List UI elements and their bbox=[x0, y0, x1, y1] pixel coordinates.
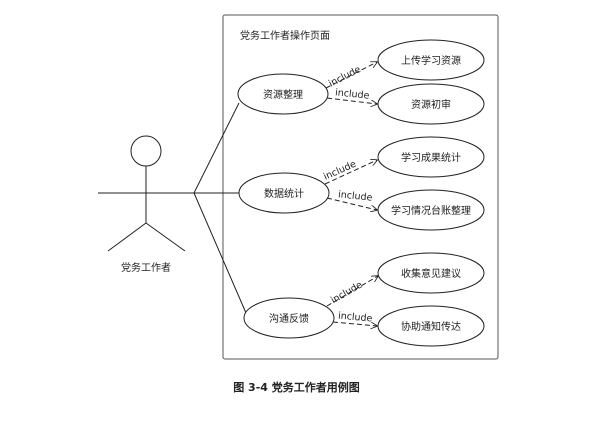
use-case-learning-stats: 学习成果统计 bbox=[377, 136, 485, 178]
use-case-data-stats: 数据统计 bbox=[238, 172, 330, 214]
use-case-communicate: 沟通反馈 bbox=[243, 297, 335, 339]
use-case-label: 沟通反馈 bbox=[269, 312, 309, 325]
use-case-label: 学习情况台账整理 bbox=[391, 204, 471, 217]
use-case-ellipse bbox=[238, 172, 330, 214]
use-case-ellipse bbox=[377, 39, 485, 81]
association-communicate bbox=[193, 192, 247, 314]
use-case-upload-resource: 上传学习资源 bbox=[377, 39, 485, 81]
use-case-ellipse bbox=[377, 136, 485, 178]
figure-caption: 图 3-4 党务工作者用例图 bbox=[233, 381, 360, 394]
actor-name: 党务工作者 bbox=[121, 261, 171, 274]
use-case-collect-feedback: 收集意见建议 bbox=[377, 252, 485, 294]
associations bbox=[193, 102, 247, 314]
use-case-label: 上传学习资源 bbox=[401, 54, 461, 67]
use-case-ellipse bbox=[237, 73, 329, 115]
use-case-label: 资源初审 bbox=[411, 98, 451, 111]
include-line-collect bbox=[326, 276, 378, 307]
include-label-review: include bbox=[335, 87, 371, 102]
use-case-label: 学习成果统计 bbox=[401, 151, 461, 164]
use-case-review-resource: 资源初审 bbox=[377, 83, 485, 125]
include-label-ledger: include bbox=[338, 189, 374, 204]
use-case-ellipse bbox=[377, 252, 485, 294]
use-case-learning-ledger: 学习情况台账整理 bbox=[377, 189, 485, 231]
include-relations bbox=[324, 62, 378, 326]
actor-right-leg bbox=[145, 222, 186, 252]
include-line-ledger bbox=[326, 197, 377, 210]
use-case-label: 数据统计 bbox=[264, 187, 304, 200]
use-case-resource-manage: 资源整理 bbox=[237, 73, 329, 115]
actor-left-leg bbox=[107, 222, 147, 252]
use-case-label: 收集意见建议 bbox=[401, 267, 461, 280]
include-line-review bbox=[326, 97, 377, 104]
use-case-assist-notify: 协助通知传达 bbox=[377, 305, 485, 347]
use-case-label: 资源整理 bbox=[263, 88, 303, 101]
use-case-ellipse bbox=[243, 297, 335, 339]
use-case-label: 协助通知传达 bbox=[401, 320, 461, 333]
system-title: 党务工作者操作页面 bbox=[240, 29, 330, 42]
actor-figure bbox=[98, 135, 194, 252]
association-resource-manage bbox=[193, 102, 240, 194]
include-label-notify: include bbox=[338, 311, 373, 325]
include-line-learning-stats bbox=[324, 160, 377, 185]
include-line-notify bbox=[332, 321, 377, 326]
actor-head bbox=[130, 135, 162, 167]
include-line-upload bbox=[325, 62, 377, 89]
